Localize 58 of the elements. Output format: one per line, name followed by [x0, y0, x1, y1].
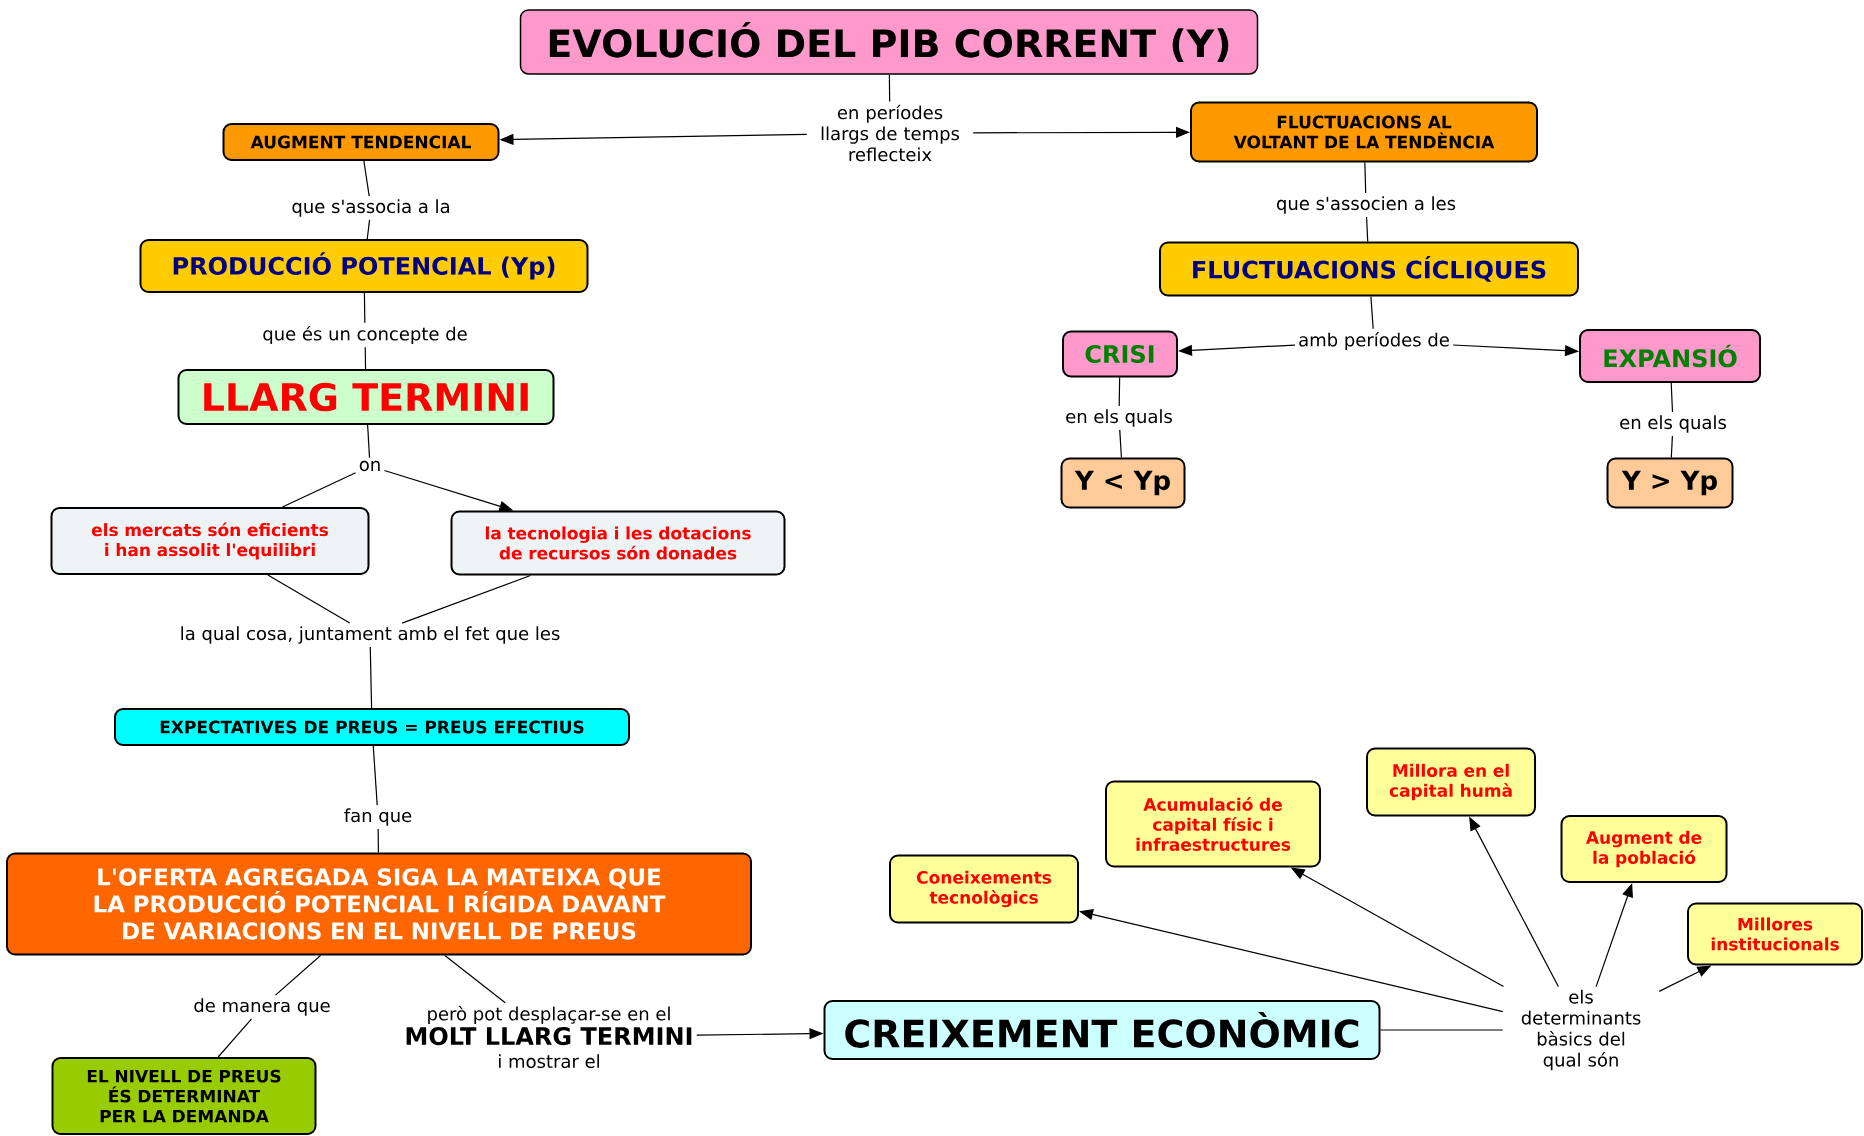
connector-line	[364, 346, 367, 370]
connector-line	[377, 828, 379, 854]
connector-line	[367, 424, 371, 459]
connector-line	[274, 954, 322, 996]
linking-phrase: amb períodes de	[1299, 331, 1449, 351]
connector-line	[363, 160, 370, 197]
title-box: EVOLUCIÓ DEL PIB CORRENT (Y)	[519, 9, 1259, 75]
linking-phrase: els determinants bàsics del qual són	[1521, 989, 1641, 1071]
connector-line	[1118, 376, 1121, 407]
concept-box: Millores institucionals	[1687, 902, 1863, 966]
linking-phrase: fan que	[344, 808, 412, 826]
connector-line	[1365, 216, 1369, 243]
linking-phrase: que s'associa a la	[292, 199, 449, 217]
connector-line	[267, 574, 351, 624]
concept-box: FLUCTUACIONS CÍCLIQUES	[1159, 241, 1579, 297]
linking-phrase: la qual cosa, juntament amb el fet que les	[181, 626, 560, 644]
linking-phrase: però pot desplaçar-se en el MOLT LLARG TERMINI i mostrar el	[406, 1005, 692, 1069]
concept-box: FLUCTUACIONS AL VOLTANT DE LA TENDÈNCIA	[1190, 101, 1538, 163]
connector-line	[401, 574, 531, 624]
linking-phrase: on	[359, 460, 380, 472]
connector-line	[1670, 382, 1674, 413]
concept-box: EXPECTATIVES DE PREUS = PREUS EFECTIUS	[114, 708, 630, 746]
connector-line	[369, 646, 373, 709]
concept-box: Y < Yp	[1060, 457, 1186, 509]
connector-line	[1379, 1029, 1504, 1031]
linking-phrase: que s'associen a les	[1276, 196, 1456, 214]
concept-box: LLARG TERMINI	[177, 369, 555, 425]
connector-line	[444, 954, 506, 1004]
concept-box: EL NIVELL DE PREUS ÉS DETERMINAT PER LA DEMANDA	[51, 1057, 317, 1135]
concept-box: la tecnologia i les dotacions de recursos són donades	[450, 510, 786, 576]
concept-box: PRODUCCIÓ POTENCIAL (Yp)	[139, 239, 589, 293]
connector-line	[372, 745, 378, 806]
connector-line	[1370, 295, 1374, 330]
connector-line	[1119, 429, 1123, 459]
linking-phrase: que és un concepte de	[263, 325, 467, 345]
concept-box: Millora en el capital humà	[1366, 747, 1536, 817]
linking-phrase: de manera que	[194, 998, 330, 1016]
concept-box: els mercats són eficients i han assolit l'equilibri	[50, 507, 370, 575]
connector-line	[1670, 435, 1673, 459]
linking-phrase: en els quals	[1066, 409, 1172, 427]
concept-box: AUGMENT TENDENCIAL	[222, 123, 500, 161]
concept-box: L'OFERTA AGREGADA SIGA LA MATEIXA QUE LA PRODUCCIÓ POTENCIAL I RÍGIDA DAVANT DE VARIACIONS EN EL NIVELL DE PREUS	[6, 852, 752, 956]
linking-phrase: en els quals	[1620, 415, 1726, 433]
connector-line	[888, 74, 891, 103]
connector-line	[281, 472, 357, 508]
connector-line	[363, 292, 366, 324]
concept-box: Coneixements tecnològics	[889, 854, 1079, 924]
concept-box: Augment de la població	[1560, 815, 1728, 883]
connector-line	[366, 219, 371, 240]
arrow	[1595, 883, 1633, 988]
concept-box: CRISI	[1062, 330, 1178, 378]
concept-box: Acumulació de capital físic i infraestructures	[1105, 780, 1321, 868]
connector-line	[217, 1018, 253, 1058]
concept-box: CREIXEMENT ECONÒMIC	[823, 1000, 1381, 1060]
concept-box: Y > Yp	[1606, 457, 1734, 509]
linking-phrase: en períodes llargs de temps reflecteix	[821, 104, 960, 162]
concept-box: EXPANSIÓ	[1579, 329, 1761, 383]
connector-line	[1364, 161, 1367, 194]
